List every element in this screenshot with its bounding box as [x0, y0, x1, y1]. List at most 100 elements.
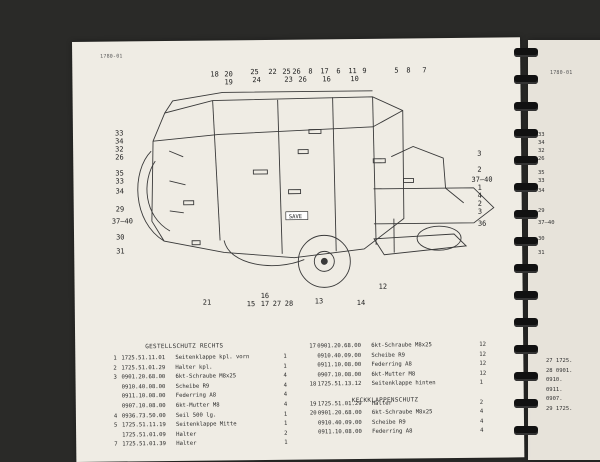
parts-left-qty: 4 [283, 382, 288, 389]
parts-left-qty: 1 [284, 440, 288, 447]
parts-left-row: 0910.40.08.00 Scheibe R9 4 [114, 382, 304, 392]
parts-left-num: 1725.51.01.09 [122, 431, 166, 439]
next-page-callout: 34 [538, 188, 545, 194]
spiral-coil [514, 129, 538, 138]
spiral-coil [514, 48, 538, 57]
spiral-coil [514, 102, 538, 111]
parts-left-desc: Halter [176, 431, 197, 438]
next-page-row: 0907. [546, 396, 563, 403]
callout-bottom-1: 15 [247, 300, 256, 308]
callout-left-5: 33 [115, 177, 124, 185]
callout-top2-2: 23 [284, 76, 293, 84]
parts-right-pos: 19 [309, 401, 317, 408]
callout-bottom-4: 27 [273, 300, 282, 308]
parts-left-num: 0936.73.50.00 [121, 412, 166, 420]
parts-right-pos: 20 [309, 410, 317, 417]
callout-top2-5: 10 [350, 75, 359, 83]
parts-left-qty: 4 [283, 401, 288, 408]
callout-top2-1: 24 [252, 76, 261, 84]
parts-left-qty: 1 [283, 363, 287, 370]
next-page-callout: 37–40 [538, 220, 555, 226]
callout-top-0: 18 [210, 70, 219, 78]
callout-bottom-5: 28 [285, 300, 294, 308]
callout-left-10: 31 [116, 247, 125, 255]
next-page-row: 0910. [546, 377, 563, 384]
parts-right-num: 1725.51.13.12 [317, 381, 362, 388]
next-page-callout: 29 [538, 208, 545, 214]
spiral-coil [514, 156, 538, 165]
callout-left-4: 35 [115, 169, 124, 177]
next-page-callout: 30 [538, 236, 545, 242]
parts-left-qty: 1 [283, 420, 288, 427]
parts-left-desc: Seil 500 lg. [175, 412, 217, 419]
callout-right-3: 1 [478, 184, 482, 192]
parts-left-num: 1725.51.01.39 [122, 441, 167, 448]
spiral-coil [514, 183, 538, 192]
section-title-gestellschutz: GESTELLSCHUTZ RECHTS [145, 342, 224, 351]
parts-right-num: 0911.10.08.00 [318, 429, 362, 436]
callout-left-3: 26 [115, 153, 124, 161]
parts-left-pos: 7 [114, 441, 118, 448]
parts-right-num: 0910.40.09.00 [317, 352, 362, 360]
parts-left-desc: 6kt-Mutter M8 [175, 402, 220, 409]
next-page-callout: 33 [538, 178, 545, 184]
callout-right-4: 4 [478, 192, 482, 200]
parts-right-qty: 12 [479, 341, 486, 348]
next-page-callout: 31 [538, 250, 545, 256]
parts-left-num: 0910.40.08.00 [121, 383, 166, 391]
parts-right-num: 0907.10.08.00 [317, 371, 362, 379]
parts-right-num: 0911.10.08.00 [317, 362, 362, 369]
parts-left-desc: Halter kpl. [175, 364, 213, 371]
parts-right-qty: 2 [479, 399, 484, 406]
parts-left-num: 0911.10.08.00 [121, 393, 166, 400]
parts-left-qty: 1 [283, 353, 287, 360]
parts-right-pos: 18 [309, 381, 317, 388]
callout-right-0: 3 [477, 150, 481, 158]
callout-left-0: 33 [115, 129, 124, 137]
callout-right-7: 36 [478, 220, 487, 228]
parts-left-desc: Scheibe R9 [175, 383, 210, 390]
parts-left-desc: Federring A8 [175, 392, 217, 400]
manual-page: 1780-01 [72, 37, 525, 462]
callout-bottom-7: 14 [357, 299, 366, 307]
callout-top-4: 25 [282, 68, 291, 76]
spiral-coil [514, 399, 538, 408]
parts-left-num: 1725.51.11.19 [121, 422, 166, 429]
callout-left-6: 34 [116, 187, 125, 195]
parts-left-pos: 1 [113, 355, 117, 362]
parts-right-desc: Federring A8 [371, 361, 412, 369]
spiral-coil [514, 426, 538, 435]
parts-right-desc: 6kt-Mutter M8 [371, 371, 416, 378]
spiral-coil [514, 75, 538, 84]
spiral-coil [514, 237, 538, 246]
callout-bottom-8: 12 [379, 283, 388, 291]
next-page-callout: 33 [538, 132, 545, 138]
parts-right-qty: 1 [479, 380, 484, 387]
next-page-callout: 32 [538, 148, 545, 154]
parts-right-qty: 4 [480, 428, 484, 435]
parts-right-qty: 12 [479, 360, 487, 367]
callout-right-2: 37–40 [471, 176, 492, 184]
parts-right-num: 0910.40.09.00 [317, 419, 362, 427]
parts-left-pos: 4 [113, 413, 118, 420]
callout-left-9: 30 [116, 233, 125, 241]
parts-right-desc: 6kt-Schraube M8x25 [371, 342, 432, 349]
next-page-callout: 26 [538, 156, 545, 162]
parts-right-desc: 6kt-Schraube M8x25 [371, 409, 433, 417]
callout-right-6: 3 [478, 208, 482, 216]
